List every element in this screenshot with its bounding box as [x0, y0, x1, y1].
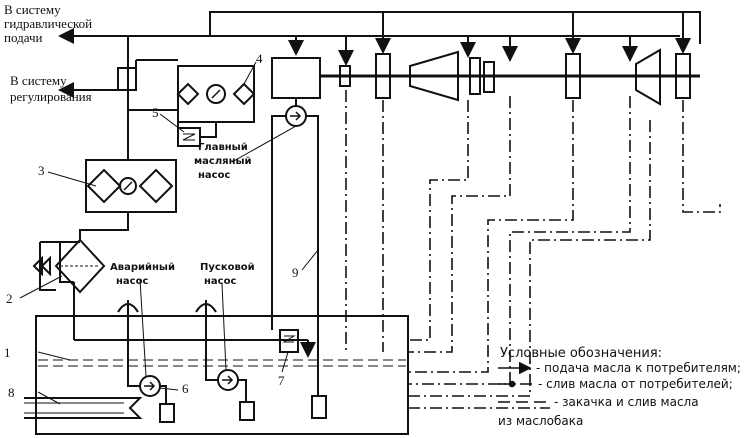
hydraulic-label-1: В систему: [4, 2, 61, 17]
hydraulic-label-3: подачи: [4, 30, 43, 45]
number-6: 6: [182, 381, 189, 396]
number-5: 5: [152, 105, 159, 120]
number-7: 7: [278, 373, 285, 388]
main-pump-label-3: насос: [198, 170, 231, 181]
hydraulic-label-2: гидравлической: [4, 16, 93, 31]
number-8: 8: [8, 385, 15, 400]
regulation-label-1: В систему: [10, 73, 67, 88]
legend-drain: - слив масла от потребителей;: [538, 377, 733, 391]
legend-fill: - закачка и слив масла: [554, 395, 699, 409]
number-4: 4: [256, 51, 263, 66]
turbine-lp: [635, 48, 661, 106]
start-pump-label-1: Пусковой: [200, 262, 255, 273]
heater: [24, 397, 143, 419]
drain-cup-9: [311, 395, 327, 419]
number-2: 2: [6, 291, 13, 306]
legend-supply: - подача масла к потребителям;: [536, 361, 741, 375]
number-9: 9: [292, 265, 299, 280]
turbine-hp: [409, 50, 459, 102]
number-3: 3: [38, 163, 45, 178]
regulation-label-2: регулирования: [10, 89, 92, 104]
main-pump-label-2: масляный: [194, 156, 252, 167]
main-pump-label-1: Главный: [198, 142, 248, 153]
oil-cooler-3: [85, 159, 177, 213]
filter-2: [54, 238, 106, 294]
emergency-pump-label-1: Аварийный: [110, 262, 175, 273]
number-1: 1: [4, 345, 11, 360]
legend-fill-cont: из маслобака: [498, 414, 584, 428]
pump-casing: [271, 57, 321, 99]
oil-tank: [35, 315, 409, 435]
start-pump-label-2: насос: [204, 276, 237, 287]
emergency-pump-label-2: насос: [116, 276, 149, 287]
legend-title: Условные обозначения:: [500, 346, 663, 361]
